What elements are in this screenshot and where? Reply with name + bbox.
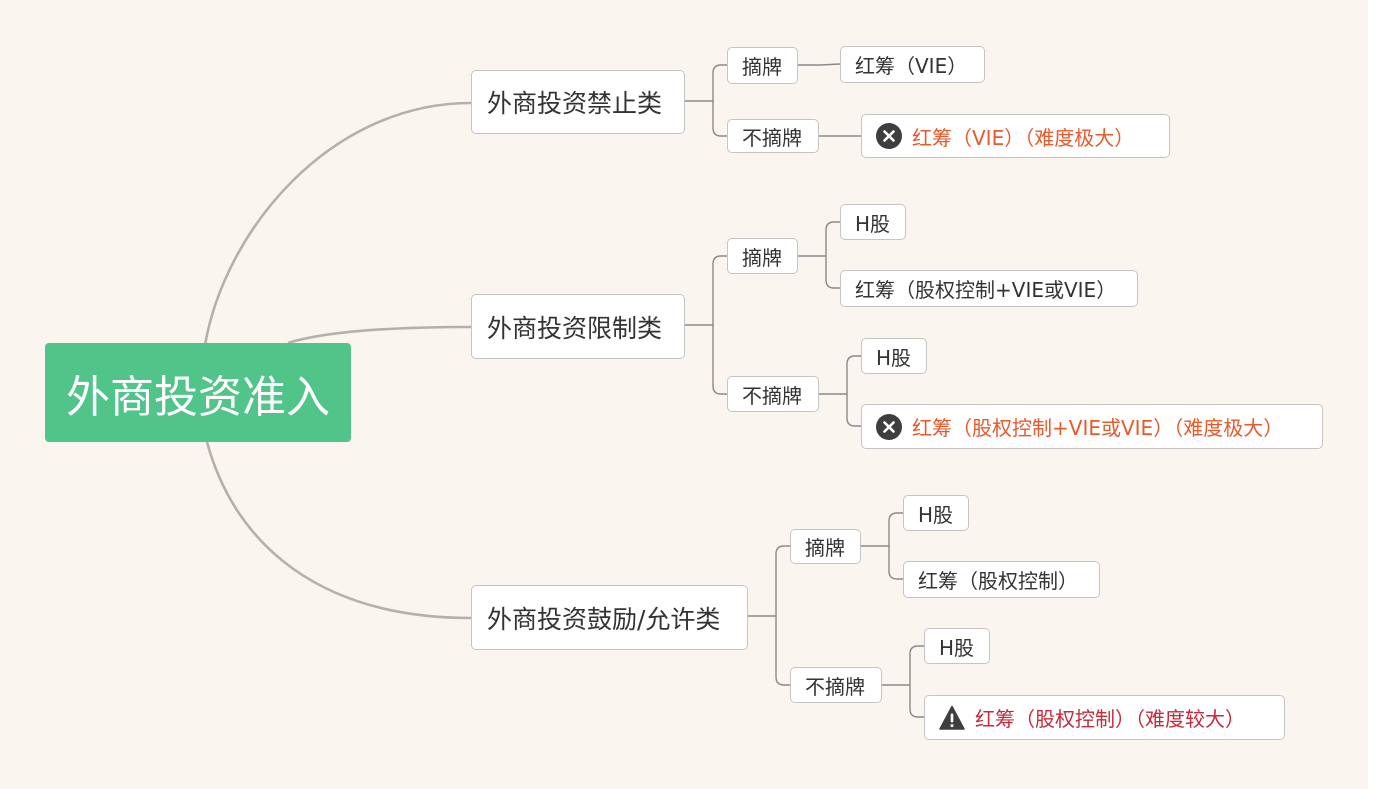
prohibited-no-delist-leaf-1[interactable]: 红筹（VIE）（难度极大） (861, 114, 1170, 158)
encouraged-no-delist-label: 不摘牌 (805, 674, 865, 699)
leaf-label: 红筹（股权控制+VIE或VIE）（难度极大） (912, 416, 1284, 440)
leaf-label: 红筹（VIE）（难度极大） (912, 125, 1135, 150)
restricted-delist-leaf-2[interactable]: 红筹（股权控制+VIE或VIE） (840, 270, 1138, 307)
encouraged-delist-bracket (861, 512, 903, 580)
leaf-label: H股 (876, 345, 912, 370)
encouraged-no-delist-leaf-1[interactable]: H股 (924, 628, 990, 664)
branch-prohibited-label: 外商投资禁止类 (487, 89, 663, 118)
encouraged-delist-leaf-1[interactable]: H股 (903, 495, 969, 531)
restricted-delist-leaf-1[interactable]: H股 (840, 204, 906, 240)
branch-restricted[interactable]: 外商投资限制类 (471, 294, 685, 359)
restricted-no-delist-bracket (819, 355, 861, 427)
root-topic[interactable]: 外商投资准入 (45, 343, 351, 442)
root-to-restricted-connector (287, 325, 472, 345)
leaf-label: H股 (855, 211, 891, 236)
restricted-no-delist-leaf-1[interactable]: H股 (861, 338, 927, 374)
close-circle-icon (876, 413, 902, 440)
root-to-encouraged-connector (205, 441, 472, 620)
leaf-label: 红筹（股权控制） (918, 569, 1078, 593)
branch-encouraged-label: 外商投资鼓励/允许类 (487, 604, 721, 634)
restricted-delist-bracket (798, 221, 840, 289)
restricted-no-delist[interactable]: 不摘牌 (727, 376, 819, 412)
root-to-prohibited-connector (203, 101, 472, 346)
branch-encouraged[interactable]: 外商投资鼓励/允许类 (471, 585, 748, 650)
leaf-label: 红筹（VIE） (855, 54, 968, 78)
encouraged-delist-label: 摘牌 (805, 536, 845, 560)
encouraged-no-delist-bracket (882, 645, 924, 718)
leaf-label: 红筹（股权控制）（难度较大） (975, 707, 1245, 731)
encouraged-bracket (748, 545, 790, 686)
prohibited-no-delist-label: 不摘牌 (742, 125, 802, 150)
encouraged-delist[interactable]: 摘牌 (790, 529, 861, 564)
warning-triangle-icon (939, 705, 965, 730)
prohibited-delist-bracket (798, 63, 841, 66)
restricted-delist[interactable]: 摘牌 (727, 238, 798, 274)
branch-restricted-label: 外商投资限制类 (487, 313, 663, 343)
restricted-delist-label: 摘牌 (742, 245, 782, 270)
root-topic-label: 外商投资准入 (66, 371, 330, 423)
close-circle-icon (876, 123, 902, 149)
branch-prohibited[interactable]: 外商投资禁止类 (471, 70, 685, 134)
prohibited-delist-leaf-1[interactable]: 红筹（VIE） (840, 46, 985, 83)
encouraged-no-delist[interactable]: 不摘牌 (790, 667, 882, 703)
prohibited-delist[interactable]: 摘牌 (727, 47, 798, 84)
leaf-label: 红筹（股权控制+VIE或VIE） (855, 278, 1117, 302)
leaf-label: H股 (918, 502, 954, 527)
prohibited-bracket (685, 64, 727, 137)
prohibited-delist-label: 摘牌 (742, 55, 782, 79)
prohibited-no-delist[interactable]: 不摘牌 (727, 119, 819, 153)
leaf-label: H股 (939, 635, 975, 660)
restricted-no-delist-label: 不摘牌 (742, 383, 802, 408)
encouraged-delist-leaf-2[interactable]: 红筹（股权控制） (903, 561, 1100, 598)
encouraged-no-delist-leaf-2[interactable]: 红筹（股权控制）（难度较大） (924, 695, 1285, 740)
restricted-bracket (685, 255, 727, 395)
restricted-no-delist-leaf-2[interactable]: 红筹（股权控制+VIE或VIE）（难度极大） (861, 404, 1323, 449)
